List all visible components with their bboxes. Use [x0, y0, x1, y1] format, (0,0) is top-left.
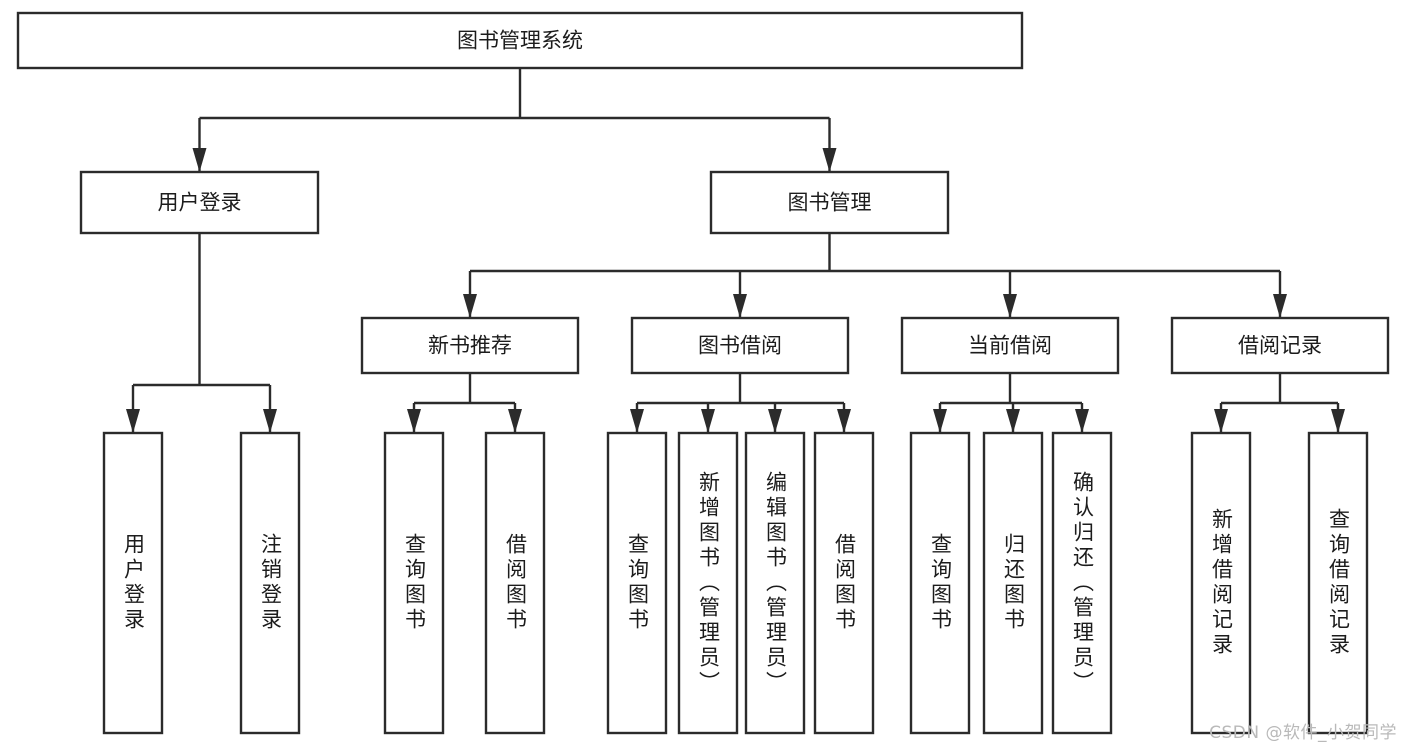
- arrow-head-leaf-confirm-return: [1075, 409, 1089, 433]
- node-box-leaf-return-book[interactable]: [982, 431, 1044, 735]
- arrow-head-login: [192, 148, 207, 172]
- arrow-head-leaf-query-book-1: [407, 409, 421, 433]
- node-box-bookmgmt[interactable]: [709, 170, 950, 235]
- node-label-bookmgmt: 图书管理: [788, 191, 872, 215]
- arrow-head-leaf-edit-book: [768, 409, 782, 433]
- arrow-head-leaf-add-record: [1214, 409, 1228, 433]
- node-box-borrow[interactable]: [630, 316, 850, 375]
- arrow-head-newbooks: [463, 294, 477, 318]
- watermark-text: CSDN @软件_小贺同学: [1209, 723, 1397, 743]
- arrow-head-leaf-borrow-book-1: [508, 409, 522, 433]
- node-label-root: 图书管理系统: [457, 29, 583, 53]
- node-box-leaf-add-book[interactable]: [677, 431, 739, 735]
- node-box-leaf-edit-book[interactable]: [744, 431, 806, 735]
- node-box-leaf-user-logout[interactable]: [239, 431, 301, 735]
- arrow-head-leaf-user-logout: [263, 409, 277, 433]
- arrow-head-leaf-return-book: [1006, 409, 1020, 433]
- node-box-records[interactable]: [1170, 316, 1390, 375]
- node-box-leaf-query-record[interactable]: [1307, 431, 1369, 735]
- arrow-head-leaf-add-book: [701, 409, 715, 433]
- arrow-head-records: [1273, 294, 1287, 318]
- arrow-head-current: [1003, 294, 1017, 318]
- arrow-head-leaf-query-book-2: [630, 409, 644, 433]
- node-box-login[interactable]: [79, 170, 320, 235]
- arrow-head-leaf-user-login: [126, 409, 140, 433]
- node-box-leaf-add-record[interactable]: [1190, 431, 1252, 735]
- node-box-leaf-user-login[interactable]: [102, 431, 164, 735]
- node-label-newbooks: 新书推荐: [428, 334, 512, 358]
- node-label-borrow: 图书借阅: [698, 334, 782, 358]
- connector-lines-layer: [126, 68, 1345, 433]
- arrow-head-borrow: [733, 294, 747, 318]
- arrow-head-leaf-borrow-book-2: [837, 409, 851, 433]
- node-box-leaf-borrow-book-2[interactable]: [813, 431, 875, 735]
- node-box-newbooks[interactable]: [360, 316, 580, 375]
- node-box-leaf-query-book-1[interactable]: [383, 431, 445, 735]
- node-label-login: 用户登录: [158, 191, 242, 215]
- node-box-leaf-confirm-return[interactable]: [1051, 431, 1113, 735]
- node-box-leaf-borrow-book-1[interactable]: [484, 431, 546, 735]
- node-boxes-layer: [16, 11, 1390, 735]
- arrow-head-leaf-query-record: [1331, 409, 1345, 433]
- arrow-head-leaf-query-book-3: [933, 409, 947, 433]
- node-label-current: 当前借阅: [968, 334, 1052, 358]
- node-box-leaf-query-book-3[interactable]: [909, 431, 971, 735]
- node-box-current[interactable]: [900, 316, 1120, 375]
- node-box-leaf-query-book-2[interactable]: [606, 431, 668, 735]
- node-label-records: 借阅记录: [1238, 334, 1322, 358]
- node-box-root[interactable]: [16, 11, 1024, 70]
- arrow-head-bookmgmt: [822, 148, 837, 172]
